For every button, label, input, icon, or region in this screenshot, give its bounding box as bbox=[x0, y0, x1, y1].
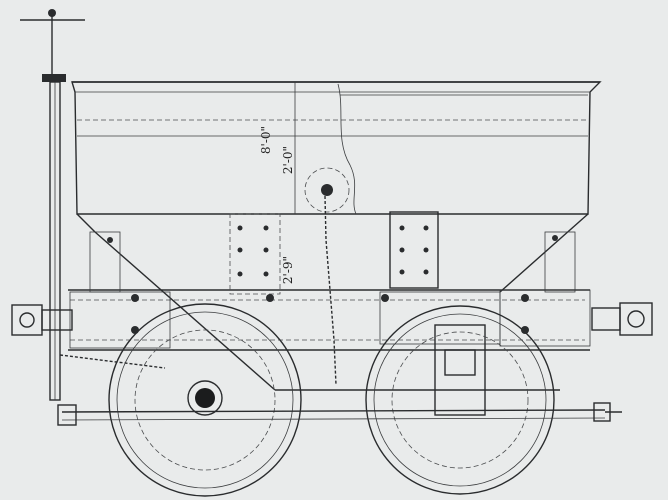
right-wheel bbox=[365, 305, 555, 495]
end-timbers bbox=[69, 231, 591, 349]
brake-staff bbox=[49, 81, 61, 401]
right-coupler bbox=[591, 302, 653, 336]
hopper-body bbox=[71, 81, 602, 215]
brake-rigging bbox=[57, 402, 622, 426]
door-hinge-chain bbox=[304, 167, 350, 386]
dim-hopper-depth: 2'-0" bbox=[281, 146, 295, 174]
dim-body-height: 2'-9" bbox=[281, 256, 295, 284]
side-plate-left bbox=[229, 213, 281, 295]
frame-bolts bbox=[107, 235, 558, 334]
brake-chain bbox=[59, 354, 166, 369]
brake-handwheel bbox=[20, 9, 85, 82]
dim-hopper-width: 8'-0" bbox=[259, 126, 273, 154]
side-plate-center bbox=[389, 211, 439, 289]
left-coupler bbox=[11, 304, 73, 336]
axle-box bbox=[434, 324, 486, 416]
left-wheel bbox=[108, 303, 302, 497]
